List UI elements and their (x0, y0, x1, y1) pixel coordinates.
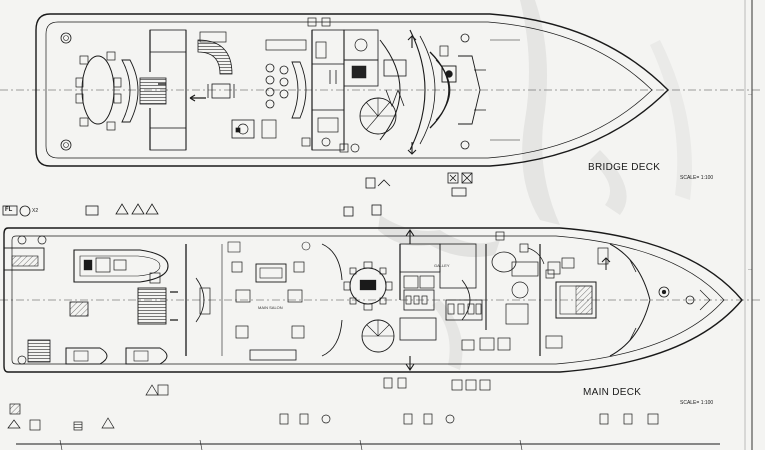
bridge-legend-symbols (365, 172, 473, 197)
main-deck-plan (3, 227, 743, 373)
sheet-frame: — — (744, 0, 753, 450)
galley-label: GALLEY (434, 263, 450, 268)
bridge-deck-title: BRIDGE DECK (588, 162, 661, 173)
main-deck-title: MAIN DECK (583, 387, 642, 398)
x2-legend-label: X2 (32, 208, 39, 214)
bridge-deck-plan (35, 13, 669, 167)
left-legend-symbols (2, 203, 382, 217)
bridge-deck-scale: SCALE= 1:100 (680, 175, 714, 181)
main-deck-scale: SCALE= 1:100 (680, 400, 714, 406)
svg-text:—: — (748, 91, 752, 96)
fl-legend-label: FL (5, 207, 13, 213)
svg-text:—: — (748, 266, 752, 271)
main-deck-symbols (7, 231, 659, 431)
lower-deck-partial (16, 439, 720, 450)
main-salon-label: MAIN SALON (258, 305, 283, 310)
bridge-deck-symbols (235, 17, 449, 153)
